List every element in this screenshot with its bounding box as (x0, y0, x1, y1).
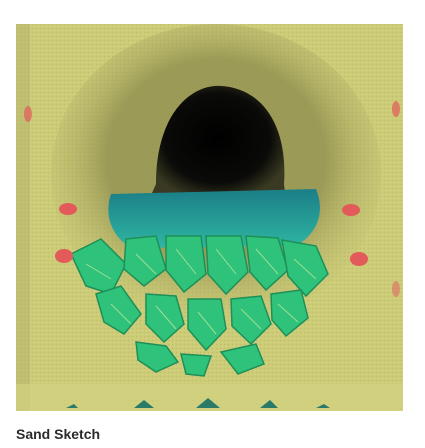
sketch-thumbnail[interactable] (16, 24, 403, 411)
sand-sketch-artwork (16, 24, 403, 411)
card-title[interactable]: Sand Sketch (16, 426, 101, 442)
water-pool (108, 189, 320, 248)
crystal-formation (70, 235, 329, 377)
red-accents (24, 101, 400, 297)
cave-opening (148, 85, 286, 202)
debris-line (66, 398, 330, 408)
